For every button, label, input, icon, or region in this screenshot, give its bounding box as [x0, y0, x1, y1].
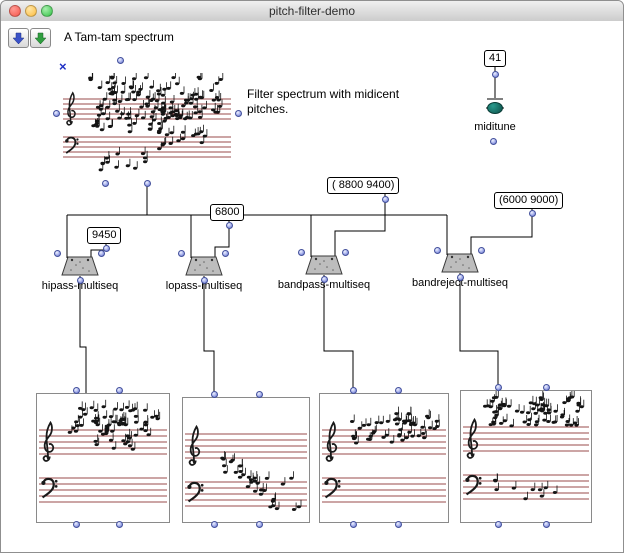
connection-ball[interactable] — [255, 520, 263, 528]
connection-ball[interactable] — [456, 273, 464, 281]
connection-ball[interactable] — [72, 520, 80, 528]
treble-clef-icon — [325, 420, 338, 462]
bandreject-value-box[interactable]: (6000 9000) — [494, 192, 564, 209]
connection-ball[interactable] — [221, 249, 229, 257]
connection-ball[interactable] — [53, 249, 61, 257]
connection-ball[interactable] — [115, 520, 123, 528]
filter-comment: Filter spectrum with midicent pitches. — [247, 87, 400, 116]
score-notation — [185, 424, 307, 511]
connection-ball[interactable] — [320, 275, 328, 283]
connection-ball[interactable] — [255, 390, 263, 398]
filter-lopass-label: lopass-multiseq — [165, 280, 243, 292]
connection-ball[interactable] — [433, 246, 441, 254]
miditune-label: miditune — [474, 121, 516, 133]
connection-ball[interactable] — [297, 248, 305, 256]
connection-ball[interactable] — [494, 383, 502, 391]
filter-hipass-label: hipass-multiseq — [41, 280, 119, 292]
connection-ball[interactable] — [143, 179, 151, 187]
connection-ball[interactable] — [200, 276, 208, 284]
filter-lopass[interactable] — [185, 256, 223, 281]
miditune-knob[interactable] — [487, 102, 503, 114]
connection-ball[interactable] — [225, 221, 233, 229]
treble-clef-icon — [188, 424, 201, 466]
connection-ball[interactable] — [489, 137, 497, 145]
hipass-value-box[interactable]: 9450 — [87, 227, 122, 244]
connection-ball[interactable] — [341, 248, 349, 256]
connection-ball[interactable] — [72, 386, 80, 394]
connection-ball[interactable] — [115, 386, 123, 394]
filter-bandreject-label: bandreject-multiseq — [412, 277, 508, 289]
bass-clef-icon — [41, 477, 58, 499]
trapezoid-icon — [185, 256, 223, 276]
bass-clef-icon — [465, 474, 482, 496]
bandpass-result-score[interactable] — [319, 393, 449, 523]
connection-ball[interactable] — [234, 109, 242, 117]
connection-ball[interactable] — [210, 390, 218, 398]
bass-clef-icon — [324, 477, 341, 499]
miditune-value-box[interactable]: 41 — [484, 50, 507, 67]
connection-ball[interactable] — [116, 56, 124, 64]
filter-bandreject[interactable] — [441, 253, 479, 278]
connection-ball[interactable] — [101, 179, 109, 187]
connection-ball[interactable] — [210, 520, 218, 528]
filter-hipass[interactable] — [61, 256, 99, 281]
minimize-button[interactable] — [25, 5, 37, 17]
filter-bandpass[interactable] — [305, 255, 343, 280]
bass-clef-icon — [187, 481, 204, 503]
connection-ball[interactable] — [177, 249, 185, 257]
connection-ball[interactable] — [394, 520, 402, 528]
connection-ball[interactable] — [52, 109, 60, 117]
blue-down-arrow-icon — [12, 32, 25, 44]
trapezoid-icon — [61, 256, 99, 276]
green-down-arrow-icon — [34, 32, 47, 44]
filter-bandpass-label: bandpass-multiseq — [277, 279, 371, 291]
connection-ball[interactable] — [542, 383, 550, 391]
connection-ball[interactable] — [349, 386, 357, 394]
connection-ball[interactable] — [349, 520, 357, 528]
connection-ball[interactable] — [381, 195, 389, 203]
score-notation — [463, 390, 589, 501]
toolbar-button-green[interactable] — [30, 28, 51, 48]
connection-ball[interactable] — [494, 520, 502, 528]
title-bar[interactable]: pitch-filter-demo — [1, 1, 623, 22]
connection-ball[interactable] — [542, 520, 550, 528]
hipass-result-score[interactable] — [36, 393, 170, 523]
selection-x-marker: × — [59, 59, 67, 74]
treble-clef-icon — [42, 420, 55, 462]
connection-ball[interactable] — [76, 276, 84, 284]
score-notation — [63, 70, 231, 172]
trapezoid-icon — [441, 253, 479, 273]
trapezoid-icon — [305, 255, 343, 275]
lopass-result-score[interactable] — [182, 397, 310, 523]
connection-ball[interactable] — [477, 246, 485, 254]
connection-ball[interactable] — [491, 70, 499, 78]
connection-ball[interactable] — [528, 209, 536, 217]
bandpass-value-box[interactable]: ( 8800 9400) — [327, 177, 400, 194]
connection-ball[interactable] — [102, 244, 110, 252]
tamtam-spectrum-score[interactable] — [61, 70, 233, 179]
spectrum-comment: A Tam-tam spectrum — [64, 30, 174, 44]
zoom-button[interactable] — [41, 5, 53, 17]
connection-ball[interactable] — [97, 249, 105, 257]
close-button[interactable] — [9, 5, 21, 17]
score-notation — [39, 399, 167, 503]
lopass-value-box[interactable]: 6800 — [210, 204, 245, 221]
bass-clef-icon — [65, 136, 79, 154]
treble-clef-icon — [66, 91, 76, 126]
treble-clef-icon — [466, 417, 479, 459]
connection-ball[interactable] — [394, 386, 402, 394]
bandreject-result-score[interactable] — [460, 390, 592, 523]
toolbar-button-blue[interactable] — [8, 28, 29, 48]
window-title: pitch-filter-demo — [268, 4, 356, 18]
score-notation — [322, 406, 446, 503]
